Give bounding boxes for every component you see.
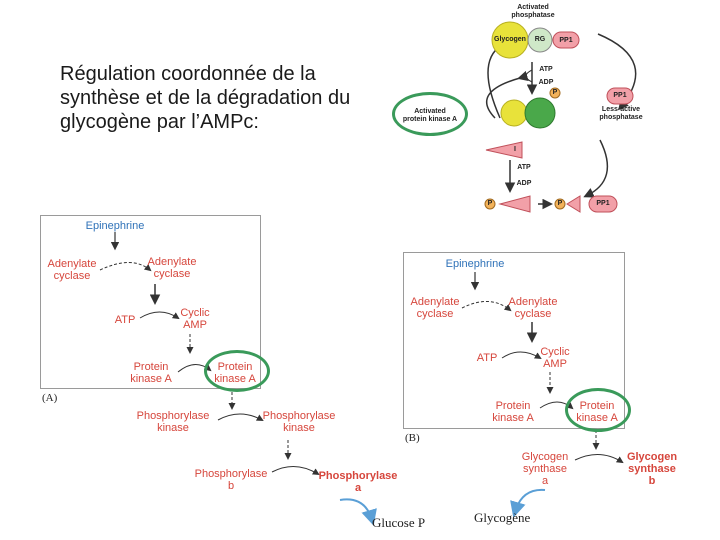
a-phosphorylase-a: Phosphorylase a: [318, 470, 398, 494]
pp1-top-shape: [552, 31, 580, 49]
a-pka-highlight: [204, 350, 270, 392]
tr-arrow-bottom: [583, 139, 609, 198]
tr-adp-1: ADP: [538, 79, 554, 86]
tr-arrow-left-loop: [485, 70, 529, 119]
b-arrow-gs: [574, 454, 624, 464]
b-adenylate-cyclase-inactive: Adenylate cyclase: [410, 296, 460, 320]
panel-a-label: (A): [42, 392, 58, 404]
b-adenylate-cyclase-active: Adenylate cyclase: [508, 296, 558, 320]
tr-i: I: [514, 146, 516, 153]
tr-activated-phosphatase: Activated phosphatase: [511, 4, 555, 19]
pp1-right-shape: [606, 87, 634, 105]
a-phosphorylase-b: Phosphorylase b: [194, 468, 268, 492]
b-protein-kinase-a-inactive: Protein kinase A: [492, 400, 534, 424]
pp1-bottom-shape: [588, 195, 618, 213]
tr-less-active-phosphatase: Less-active phosphatase: [599, 106, 643, 121]
a-arrow-phos: [271, 466, 320, 476]
a-phosphorylase-kinase-inactive: Phosphorylase kinase: [136, 410, 210, 434]
tr-pp1-top: PP1: [559, 37, 573, 44]
b-glycogen-synthase-a: Glycogen synthase a: [521, 451, 569, 487]
inhibitor-shape: [485, 141, 523, 159]
green-sphere: [524, 97, 556, 129]
tr-adp-2: ADP: [516, 180, 532, 187]
b-arrow-ac: [461, 301, 512, 312]
b-arrow-atp: [501, 351, 542, 360]
a-atp: ATP: [114, 314, 136, 326]
phospho-1: [549, 87, 561, 99]
tr-pka-highlight: [392, 92, 468, 136]
a-cyclic-amp: Cyclic AMP: [180, 307, 210, 331]
b-epinephrine: Epinephrine: [445, 258, 505, 270]
tr-p-3: P: [557, 200, 563, 207]
tr-rg: RG: [534, 36, 546, 43]
tr-pp1-bottom: PP1: [596, 200, 610, 207]
phospho-3: [554, 198, 566, 210]
a-protein-kinase-a-inactive: Protein kinase A: [130, 361, 172, 385]
tr-glycogen: Glycogen: [494, 36, 526, 43]
b-glycogen-synthase-b: Glycogen synthase b: [626, 451, 678, 487]
inhibitor-pp1-shape: [566, 195, 581, 213]
a-phosphorylase-kinase-active: Phosphorylase kinase: [262, 410, 336, 434]
b-arrow-glycogen: [510, 488, 546, 518]
b-cyclic-amp: Cyclic AMP: [540, 346, 570, 370]
a-arrow-atp: [139, 311, 180, 320]
tr-atp-2: ATP: [517, 164, 531, 171]
panel-b-frame: [403, 252, 625, 429]
tr-p-1: P: [552, 89, 558, 96]
tr-activated-pka: Activated protein kinase A: [402, 108, 458, 123]
a-adenylate-cyclase-inactive: Adenylate cyclase: [47, 258, 97, 282]
inhibitor-p-shape: [498, 195, 531, 213]
a-epinephrine: Epinephrine: [85, 220, 145, 232]
panel-b-label: (B): [405, 432, 420, 444]
tr-atp-1: ATP: [539, 66, 553, 73]
tr-pp1-right: PP1: [613, 92, 627, 99]
a-product-glucose-p: Glucose P: [372, 515, 426, 530]
rg-sphere: [527, 27, 553, 53]
a-adenylate-cyclase-active: Adenylate cyclase: [147, 256, 197, 280]
b-atp: ATP: [476, 352, 498, 364]
panel-a-frame: [40, 215, 261, 389]
a-arrow-glucose: [339, 498, 377, 526]
b-pka-highlight: [565, 388, 631, 432]
tr-p-2: P: [487, 200, 493, 207]
a-arrow-phk: [217, 413, 264, 421]
a-arrow-ac: [99, 262, 152, 272]
glycogen-sphere-2: [500, 99, 528, 127]
page-title: Régulation coordonnée de la synthèse et …: [60, 63, 351, 133]
b-product-glycogene: Glycogène: [474, 510, 531, 525]
phospho-2: [484, 198, 496, 210]
